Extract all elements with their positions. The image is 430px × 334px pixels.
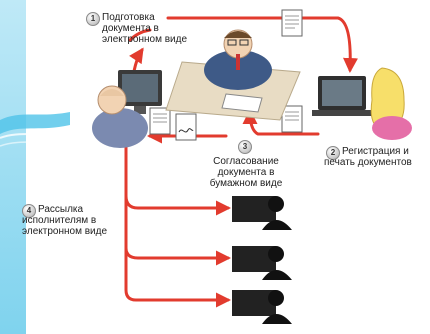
- step-3-line-1: Согласование: [213, 156, 279, 167]
- recipient-silhouette-icon: [232, 290, 292, 324]
- step-1-line-1: Подготовка: [102, 12, 155, 23]
- document-icon: [281, 105, 303, 133]
- step-4-number: 4: [22, 204, 36, 218]
- person-icon: [165, 29, 301, 121]
- step-4-line-3: электронном виде: [22, 226, 108, 237]
- step-1-line-2: документа в: [102, 23, 159, 34]
- decorative-band: [0, 0, 79, 334]
- recipient-silhouette-icon: [232, 196, 292, 230]
- step-3-line-3: бумажном виде: [209, 178, 283, 189]
- arrow-1-to-2: [166, 16, 358, 73]
- document-icon: [281, 9, 303, 37]
- document-icon: [149, 107, 171, 135]
- step-1-label: Подготовка документа в электронном виде: [102, 12, 187, 45]
- step-2-line-2: печать документов: [324, 157, 412, 168]
- signature-icon: [178, 128, 194, 133]
- person-icon: [92, 70, 162, 148]
- arrow-top-document-flow: [128, 28, 152, 42]
- arrow-distribution-2: [124, 246, 231, 266]
- step-2-label: Регистрация и печать документов: [324, 146, 412, 168]
- step-1-number: 1: [86, 12, 100, 26]
- recipient-silhouette-icon: [232, 246, 292, 280]
- step-3-line-2: документа в: [217, 167, 275, 178]
- step-4-label: Рассылка исполнителям в электронном виде: [22, 204, 107, 237]
- step-2-line-1: Регистрация и: [342, 146, 409, 157]
- step-1-line-3: электронном виде: [102, 34, 188, 45]
- step-2-number: 2: [326, 146, 340, 160]
- step-3-number: 3: [238, 140, 252, 154]
- flow-arrows: [124, 16, 358, 308]
- step-3-label: Согласование документа в бумажном виде: [206, 156, 286, 189]
- person-icon: [312, 67, 412, 140]
- arrow-distribution-trunk: [124, 138, 231, 308]
- arrow-distribution-1: [124, 194, 231, 216]
- step-4-line-1: Рассылка: [38, 204, 84, 215]
- step-4-line-2: исполнителям в: [22, 215, 97, 226]
- document-icon: [175, 113, 197, 141]
